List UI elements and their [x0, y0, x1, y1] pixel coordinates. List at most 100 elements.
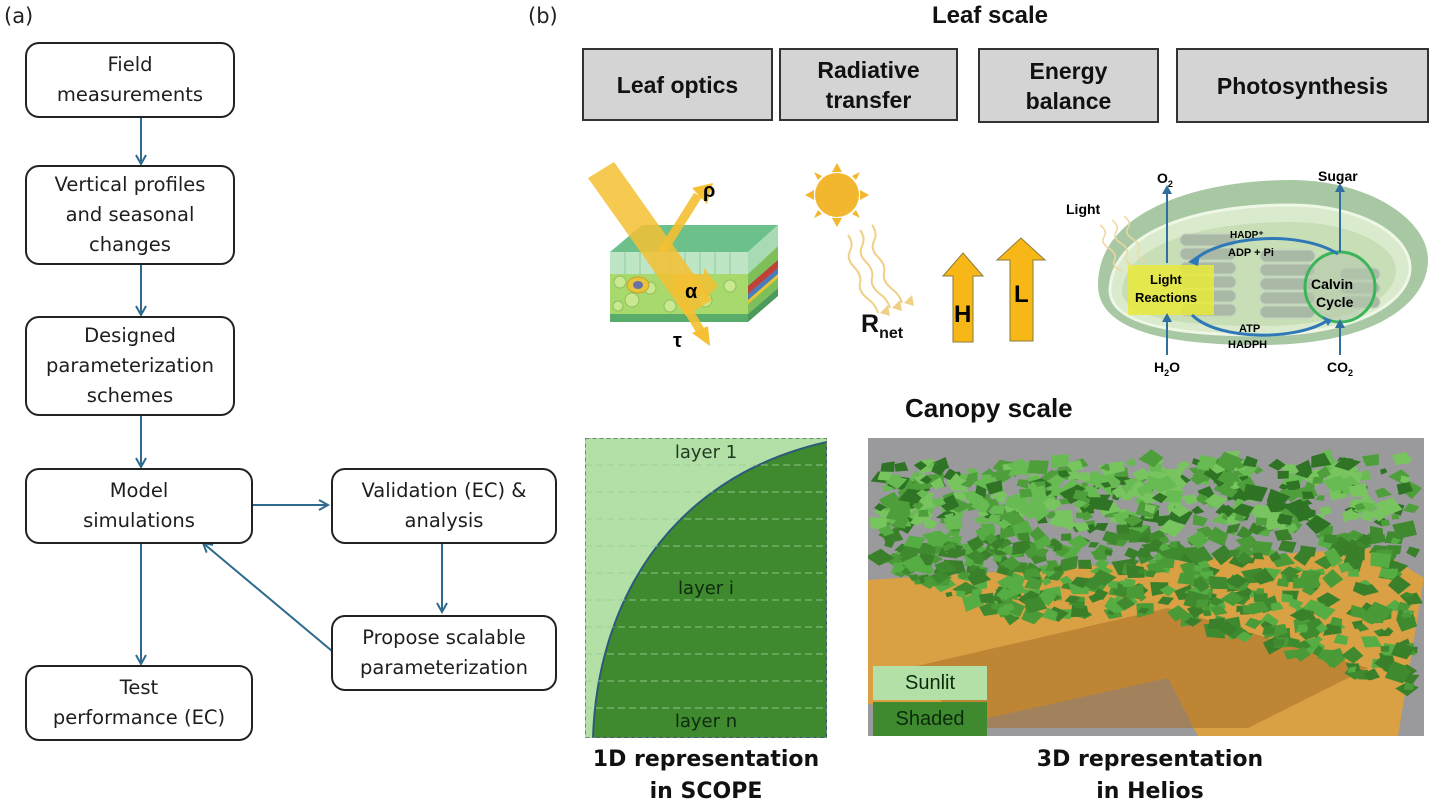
leaf-patch: [1208, 596, 1225, 606]
leaf-patch: [1207, 526, 1228, 547]
leaf-patch: [1301, 491, 1315, 499]
leaf-patch: [1315, 622, 1328, 634]
leaf-patch: [1041, 577, 1052, 586]
leaf-patch: [978, 592, 994, 604]
leaf-patch: [1312, 635, 1323, 644]
leaf-patch: [894, 461, 909, 472]
leaf-optics-illustration: ρ α τ: [588, 162, 778, 352]
leaf-patch: [953, 492, 966, 501]
leaf-patch: [1149, 538, 1164, 551]
sun-radiation-illustration: [805, 163, 914, 316]
leaf-patch: [930, 571, 950, 585]
leaf-patch: [1064, 595, 1080, 604]
leaf-patch: [1311, 452, 1332, 468]
leaf-patch: [1262, 626, 1276, 635]
leaf-patch: [1058, 470, 1071, 478]
reflect-arrow-icon: [692, 183, 713, 204]
leaf-patch: [1192, 514, 1208, 527]
leaf-patch: [1360, 510, 1377, 522]
leaf-patch: [1229, 549, 1240, 557]
rho-label: ρ: [703, 180, 715, 202]
leaf-patch: [901, 565, 916, 576]
leaf-patch: [1208, 576, 1229, 590]
leaf-patch: [1368, 611, 1385, 624]
leaf-patch: [1323, 652, 1343, 669]
leaf-patch: [1137, 569, 1145, 574]
leaf-patch: [1289, 608, 1314, 622]
leaf-patch: [975, 484, 987, 498]
leaf-patch: [1341, 646, 1364, 664]
leaf-patch: [1089, 569, 1117, 586]
latent-heat-arrow-icon: [995, 237, 1047, 342]
alpha-label: α: [685, 281, 698, 303]
leaf-patch: [1124, 547, 1140, 560]
leaf-patch: [1055, 509, 1074, 523]
leaf-patch: [1286, 480, 1301, 491]
leaf-patch: [1060, 519, 1077, 531]
leaf-patch: [1315, 495, 1325, 501]
box-text: Designed parameterization schemes: [46, 324, 214, 407]
leaf-patch: [1007, 582, 1028, 596]
atp-label: ATP: [1239, 323, 1260, 335]
leaf-patch: [1342, 508, 1355, 523]
leaf-patch: [1400, 591, 1415, 599]
leaf-patch: [1220, 620, 1238, 637]
box-text: Field measurements: [56, 53, 204, 106]
leaf-patch: [1236, 525, 1253, 540]
leaf-patch: [1191, 505, 1205, 515]
process-text: Leaf optics: [616, 71, 739, 98]
leaf-patch: [917, 542, 936, 555]
leaf-patch: [1242, 605, 1255, 615]
box-text: Test performance (EC): [52, 676, 226, 729]
leaf-patch: [1295, 640, 1312, 651]
leaf-patch: [1305, 514, 1332, 535]
leaf-patch: [1029, 526, 1046, 541]
leaf-patch: [1158, 519, 1186, 538]
co2-label: CO2: [1327, 359, 1353, 378]
leaf-patch: [1277, 513, 1293, 526]
leaf-patch: [1374, 654, 1394, 673]
leaf-patch: [869, 517, 888, 529]
leaf-patch: [995, 519, 1012, 530]
canopy-scale-title: Canopy scale: [905, 393, 1073, 423]
leaf-patch: [1209, 461, 1228, 474]
l-label: L: [1014, 281, 1029, 308]
chloroplast-illustration: Light O2 Sugar HADP⁺ ADP + Pi Light Reac…: [1066, 168, 1428, 378]
leaf-patch: [1045, 565, 1055, 572]
leaf-patch: [1008, 466, 1024, 476]
leaf-patch: [1132, 467, 1153, 481]
leaf-patch: [1295, 467, 1313, 479]
leaf-patch: [1220, 590, 1244, 607]
leaf-patch: [1036, 591, 1057, 606]
h2o-o: O: [1169, 359, 1180, 375]
layer-1-label: layer 1: [674, 442, 738, 463]
leaf-patch: [1036, 515, 1048, 524]
energy-balance-arrows: H L: [941, 237, 1047, 343]
leaf-patch: [981, 523, 996, 534]
leaf-patch: [1021, 607, 1045, 625]
leaf-patch: [1400, 475, 1410, 485]
leaf-patch: [1278, 482, 1292, 491]
leaf-canopy: [868, 449, 1423, 697]
leaf-patch: [1402, 611, 1412, 619]
leaf-patch: [989, 503, 1005, 515]
box-text: Vertical profiles and seasonal changes: [54, 173, 206, 256]
light-reactions-box: [1128, 265, 1214, 315]
leaf-patch: [901, 554, 928, 573]
leaf-patch: [1252, 568, 1275, 585]
legend-shaded: Shaded: [873, 702, 987, 736]
leaf-patch: [1392, 520, 1417, 540]
leaf-patch: [1235, 535, 1261, 550]
leaf-patch: [868, 548, 895, 566]
leaf-patch: [1072, 489, 1089, 501]
radiation-waves: [847, 224, 903, 314]
leaf-patch: [1050, 538, 1060, 548]
leaf-patch: [1181, 494, 1198, 505]
calvin-label-2: Cycle: [1316, 294, 1354, 310]
leaf-patch: [1108, 581, 1118, 589]
leaf-patch: [1278, 540, 1297, 553]
layer-n-label: layer n: [674, 711, 738, 732]
leaf-patch: [1067, 534, 1090, 551]
leaf-patch: [1051, 454, 1070, 469]
leaf-patch: [1141, 491, 1155, 504]
